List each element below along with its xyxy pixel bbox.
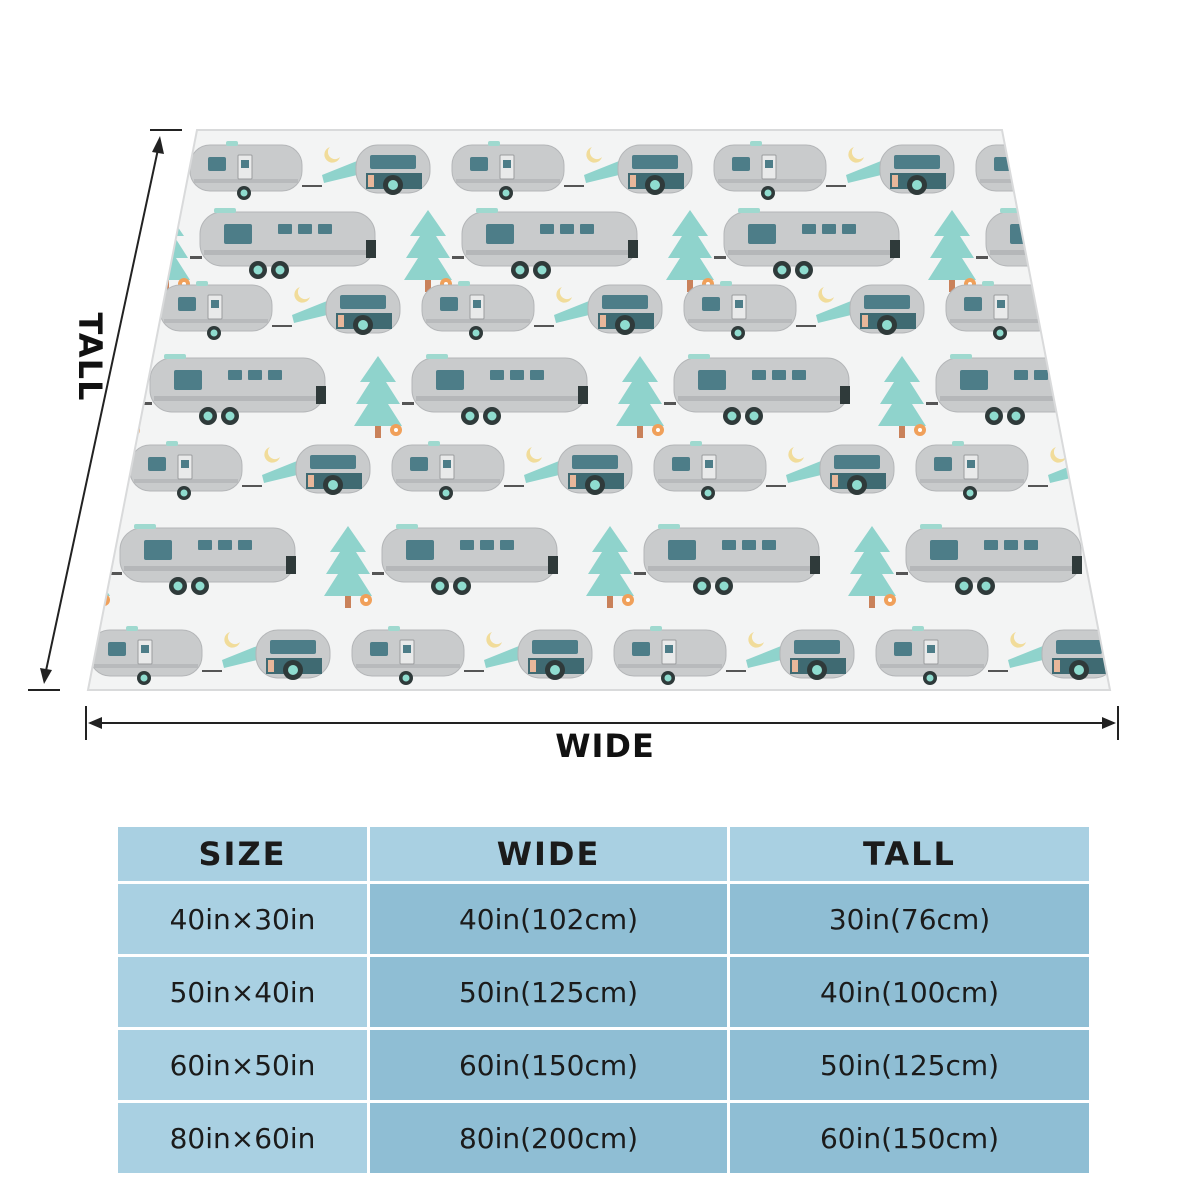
tall-cell: 50in(125cm)	[727, 1027, 1092, 1103]
tall-cell: 30in(76cm)	[727, 881, 1092, 957]
moon-icon	[32, 287, 48, 303]
pine-tree-icon	[1190, 210, 1200, 292]
tall-dimension-arrow	[28, 129, 182, 691]
trailer-icon	[0, 354, 64, 425]
rear-trailer-icon	[0, 630, 68, 680]
trailer-icon	[1138, 626, 1200, 685]
rear-trailer-icon	[88, 444, 109, 496]
table-header-row: SIZE WIDE TALL	[115, 824, 1092, 884]
header-wide: WIDE	[367, 824, 730, 884]
tall-label: TALL	[71, 312, 109, 402]
trailer-icon	[1188, 354, 1200, 425]
wide-cell: 80in(200cm)	[367, 1100, 730, 1176]
size-cell: 40in×30in	[115, 881, 370, 957]
trailer-icon	[0, 524, 34, 595]
size-cell: 80in×60in	[115, 1100, 370, 1176]
trailer-icon	[0, 141, 60, 200]
pine-tree-icon	[1110, 526, 1158, 608]
trailer-icon	[88, 207, 115, 280]
table-row: 40in×30in 40in(102cm) 30in(76cm)	[115, 881, 1092, 957]
moon-icon	[62, 147, 78, 163]
table-row: 60in×50in 60in(150cm) 50in(125cm)	[115, 1027, 1092, 1103]
size-cell: 60in×50in	[115, 1027, 370, 1103]
trailer-icon	[1178, 441, 1200, 500]
moon-icon	[1080, 287, 1096, 303]
size-cell: 50in×40in	[115, 954, 370, 1030]
header-tall: TALL	[727, 824, 1092, 884]
table-row: 80in×60in 80in(200cm) 60in(150cm)	[115, 1100, 1092, 1176]
moon-icon	[2, 447, 18, 463]
wide-cell: 50in(125cm)	[367, 954, 730, 1030]
wide-cell: 60in(150cm)	[367, 1027, 730, 1103]
trailer-icon	[975, 140, 1109, 201]
tall-cell: 40in(100cm)	[727, 954, 1092, 1030]
wide-dimension-arrow	[85, 706, 1119, 740]
wide-label: WIDE	[555, 727, 655, 765]
blanket	[0, 129, 1200, 691]
trailer-icon	[945, 280, 1079, 341]
rear-trailer-icon	[88, 144, 169, 196]
moon-icon	[1110, 147, 1126, 163]
rear-trailer-icon	[1107, 144, 1110, 196]
pine-tree-icon	[1140, 356, 1188, 438]
table-row: 50in×40in 50in(125cm) 40in(100cm)	[115, 954, 1092, 1030]
wide-cell: 40in(102cm)	[367, 881, 730, 957]
rear-trailer-icon	[1077, 284, 1110, 336]
trailer-icon	[1158, 524, 1200, 595]
header-size: SIZE	[115, 824, 370, 884]
trailer-icon	[0, 281, 30, 340]
size-chart-table: SIZE WIDE TALL 40in×30in 40in(102cm) 30i…	[115, 824, 1092, 1176]
tall-cell: 60in(150cm)	[727, 1100, 1092, 1176]
